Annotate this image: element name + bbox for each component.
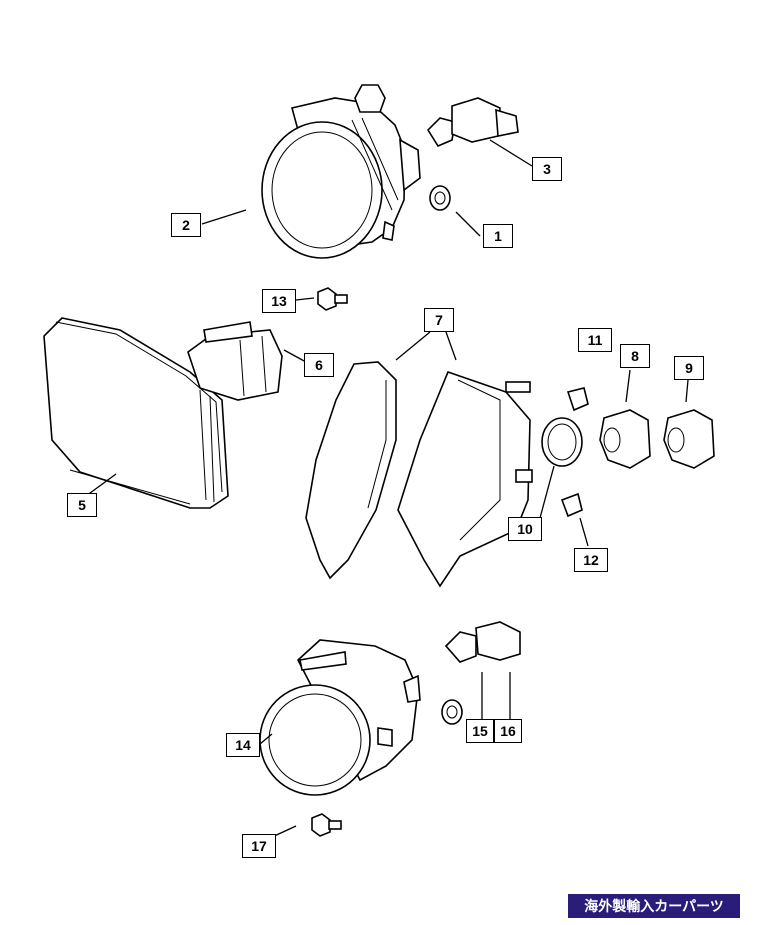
- gasket-ring: [541, 417, 583, 467]
- callout-6: 6: [304, 353, 334, 377]
- fog-bulb: [444, 621, 521, 663]
- callout-9: 9: [674, 356, 704, 380]
- callout-15: 15: [466, 719, 494, 743]
- turn-signal-lens: [305, 361, 397, 580]
- socket-9: [663, 409, 715, 469]
- bolt-17: [311, 813, 342, 837]
- callout-10: 10: [508, 517, 542, 541]
- callout-14: 14: [226, 733, 260, 757]
- callout-17: 17: [242, 834, 276, 858]
- bolt-13: [317, 287, 348, 311]
- callout-5: 5: [67, 493, 97, 517]
- callout-7: 7: [424, 308, 454, 332]
- side-lamp: [43, 317, 229, 509]
- headlamp-bulb: [426, 97, 519, 148]
- callout-2: 2: [171, 213, 201, 237]
- callout-16: 16: [494, 719, 522, 743]
- callout-1: 1: [483, 224, 513, 248]
- watermark-badge: 海外製輸入カーパーツ: [568, 894, 740, 918]
- fog-lamp: [259, 639, 421, 796]
- clip-11: [566, 387, 589, 412]
- side-lamp-mount: [187, 321, 283, 401]
- headlamp-assembly: [261, 84, 421, 259]
- callout-3: 3: [532, 157, 562, 181]
- turn-signal-housing: [397, 370, 533, 588]
- callout-11: 11: [578, 328, 612, 352]
- clip-12: [560, 492, 583, 518]
- callout-8: 8: [620, 344, 650, 368]
- headlamp-socket: [429, 185, 451, 211]
- callout-12: 12: [574, 548, 608, 572]
- callout-13: 13: [262, 289, 296, 313]
- fog-socket: [441, 699, 463, 725]
- socket-8: [599, 409, 651, 469]
